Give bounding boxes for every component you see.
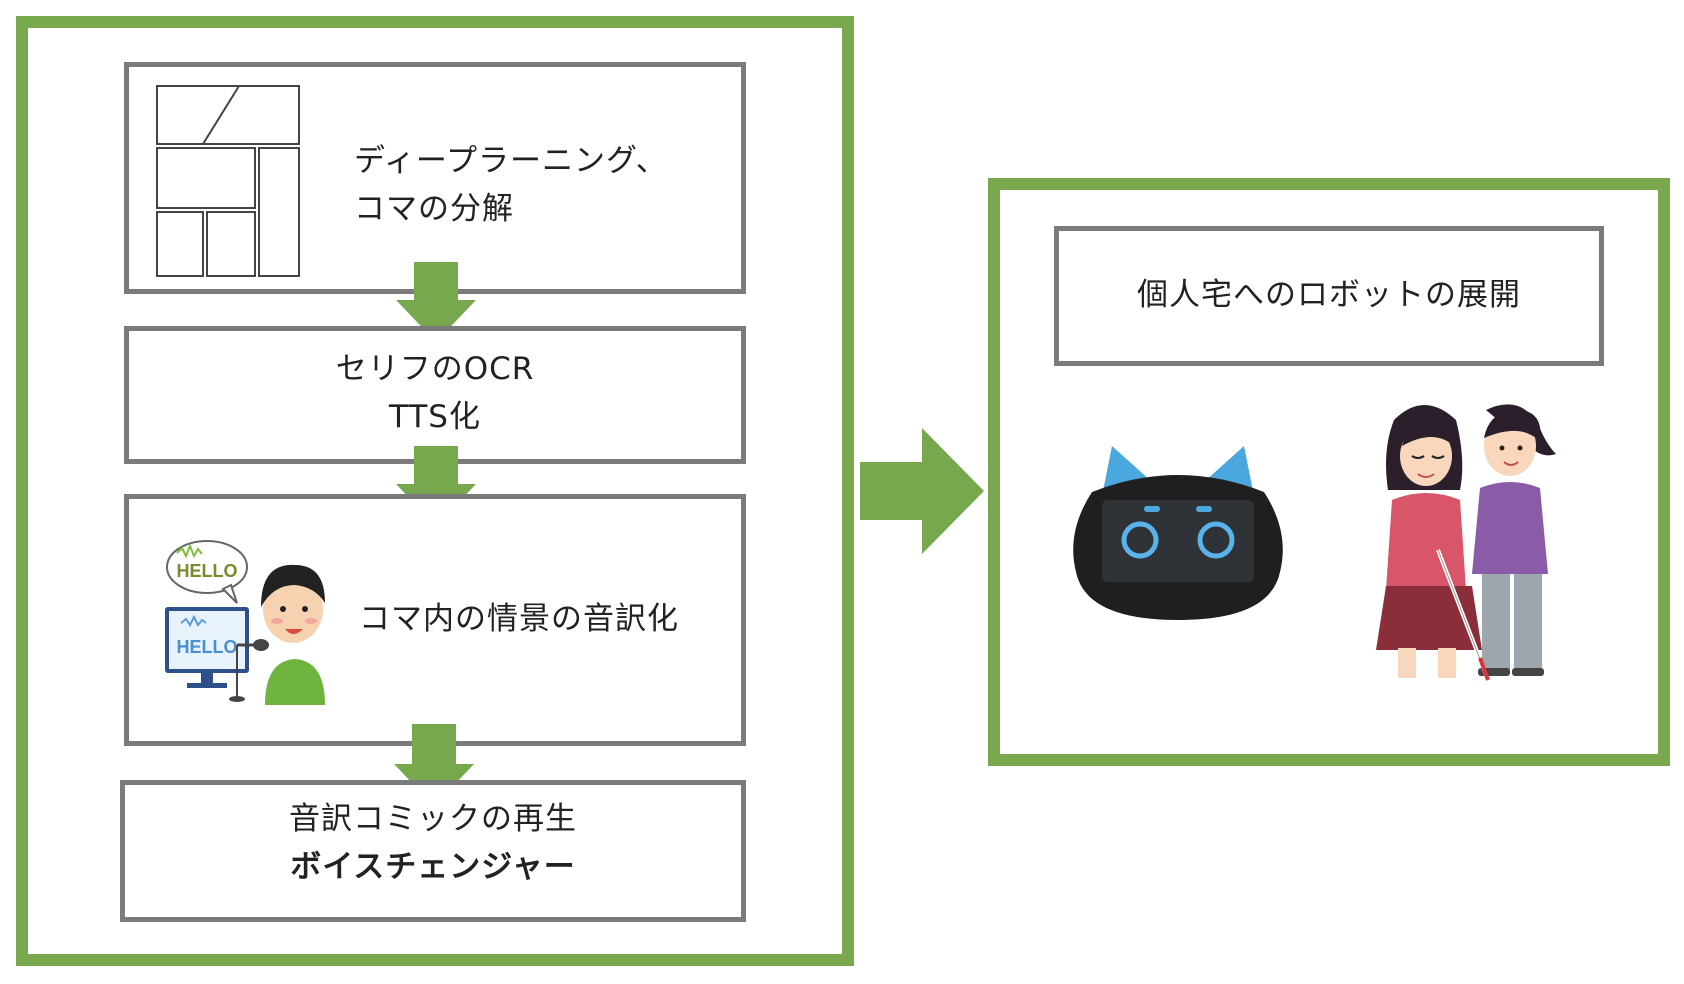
step3-line1: コマ内の情景の音訳化 (359, 601, 679, 637)
arrow-down-icon (394, 724, 474, 806)
step1-line2: コマの分解 (354, 191, 514, 228)
deployment-title: 個人宅へのロボットの展開 (1137, 277, 1521, 313)
step-box-playback: 音訳コミックの再生 ボイスチェンジャー (120, 780, 746, 922)
arrow-right-icon (860, 428, 984, 554)
arrow-down-icon (396, 262, 476, 342)
step1-line1: ディープラーニング、 (354, 143, 668, 179)
step-box-ocr-tts: セリフのOCR TTS化 (124, 326, 746, 464)
speech-hello-text: HELLO (177, 561, 238, 581)
step2-line1: セリフのOCR (335, 351, 535, 387)
deployment-title-box: 個人宅へのロボットの展開 (1054, 226, 1604, 366)
step-box-scene-narration: HELLO HELLO コマ内の情景の音訳化 (124, 494, 746, 746)
comic-panels-icon (156, 85, 300, 277)
monitor-hello-text: HELLO (177, 637, 238, 657)
guide-helper-icon (1376, 404, 1556, 681)
voice-recording-person-icon: HELLO HELLO (165, 540, 325, 705)
cat-robot-icon (1073, 446, 1283, 620)
step-box-deep-learning: ディープラーニング、 コマの分解 (124, 62, 746, 294)
step4-line1: 音訳コミックの再生 (289, 801, 577, 837)
step2-line2: TTS化 (388, 399, 481, 436)
arrow-down-icon (396, 446, 476, 526)
step4-line2: ボイスチェンジャー (290, 849, 576, 886)
